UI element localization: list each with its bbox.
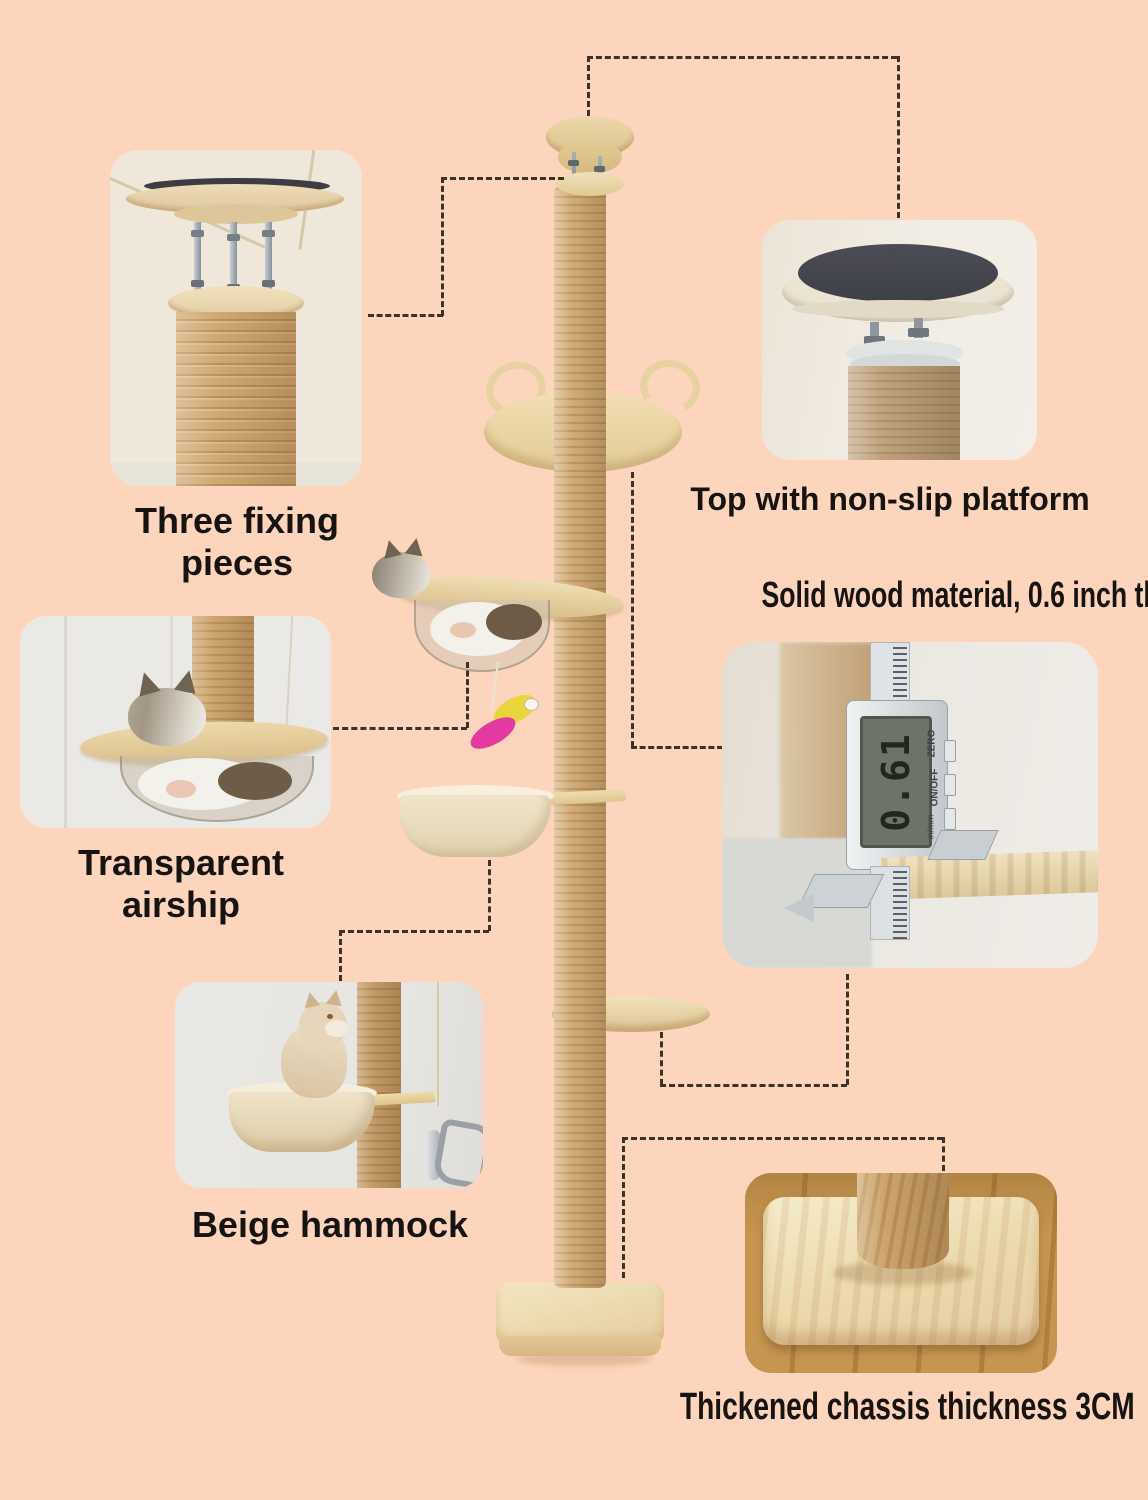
rod-nut-2: [227, 234, 240, 241]
caliper-lcd-value: 0.61: [874, 732, 919, 832]
photo5-cat-eye: [327, 1014, 333, 1019]
caption-solid-wood-text: Solid wood material, 0.6 inch thick: [761, 574, 1148, 615]
callout-line-top-left-drop: [587, 56, 590, 116]
tree-hammock-body: [399, 795, 551, 857]
photo5-cat-ear-right: [325, 988, 345, 1007]
photo5-vacuum-handle: [431, 1117, 483, 1188]
cat-body-patch: [486, 604, 542, 640]
photo-chassis: [745, 1173, 1057, 1373]
callout-line-solidwood-a: [631, 472, 634, 747]
photo-hammock: [175, 982, 483, 1188]
photo4-hemisphere: [120, 756, 314, 822]
photo5-vacuum-tube: [427, 1130, 440, 1180]
photo5-string: [437, 982, 439, 1106]
topdisc-front-band: [792, 300, 1004, 318]
callout-line-airship-a: [333, 727, 467, 730]
caliper-jaw-tip: [784, 894, 814, 922]
fixing-rod-3: [265, 222, 272, 294]
transparent-bowl: [414, 600, 550, 672]
caliper-upper-scale: [870, 642, 910, 710]
callout-line-top: [587, 56, 897, 59]
caliper-button-1: [944, 740, 956, 762]
photo4-cat-paw: [166, 780, 196, 798]
photo2-sisal-post: [848, 366, 960, 460]
photo5-bracket: [370, 1091, 436, 1106]
callout-line-top-right-drop: [897, 56, 900, 218]
tree-pole: [554, 182, 606, 1288]
fixing-rod-1: [194, 222, 201, 294]
collar-bolt-head-right: [908, 328, 929, 337]
rod-nut-3b: [262, 280, 275, 287]
callout-line-platform-b: [660, 1084, 847, 1087]
callout-line-hammock-a: [488, 860, 491, 931]
callout-line-hammock-c: [339, 930, 342, 981]
tree-hammock: [397, 785, 554, 859]
toy-bell: [524, 698, 539, 711]
caption-airship: Transparent airship: [77, 842, 285, 925]
callout-line-solidwood-b: [631, 746, 723, 749]
cat-ear-right: [404, 536, 426, 557]
photo4-cat-head: [128, 688, 206, 746]
callout-line-fixing-a: [368, 314, 443, 317]
tree-pole-through-platform: [554, 392, 606, 474]
topdisc-nonslip-surface: [798, 244, 998, 302]
photo-airship: [20, 616, 331, 828]
cat-paw-pink: [450, 622, 476, 638]
photo5-sisal-pole: [357, 982, 401, 1188]
callout-line-platform-a: [660, 1032, 663, 1085]
caliper-button-onoff-label: ON/OFF: [929, 768, 941, 807]
caliper-lcd: 0.61: [860, 716, 932, 848]
photo5-hammock-body: [229, 1092, 375, 1152]
ceiling-disc-small: [558, 140, 622, 174]
scale-ticks-bottom: [893, 867, 907, 939]
callout-line-platform-c: [846, 974, 849, 1085]
callout-line-chassis-a: [622, 1137, 625, 1278]
caption-chassis: Thickened chassis thickness 3CM: [600, 1386, 1135, 1429]
callout-line-chassis-c: [942, 1137, 945, 1171]
callout-line-fixing-b: [441, 177, 444, 316]
ceiling-rod-nut-right: [594, 166, 605, 172]
photo6-sisal-pole: [857, 1173, 949, 1269]
photo1-sisal-post: [176, 312, 296, 486]
rod-nut-1: [191, 230, 204, 237]
tree-base-front-edge: [499, 1336, 661, 1356]
rod-nut-3: [262, 230, 275, 237]
tree-base-board: [496, 1282, 664, 1346]
caliper-button-2: [944, 774, 956, 796]
scale-ticks-top: [893, 643, 907, 709]
caliper-button-unit-label: in/mm: [925, 814, 936, 840]
caption-top-platform: Top with non-slip platform: [690, 481, 1090, 517]
cat-head: [372, 552, 430, 598]
caliper-button-3: [944, 808, 956, 830]
caption-three-fixing-pieces: Three fixing pieces: [134, 500, 340, 583]
caption-solid-wood: Solid wood material, 0.6 inch thick: [685, 574, 1148, 616]
fixing-rod-2: [230, 222, 237, 294]
callout-line-fixing-c: [441, 177, 564, 180]
pole-top-cap: [556, 172, 624, 196]
callout-line-hammock-b: [339, 930, 489, 933]
photo4-cat-patch: [218, 762, 292, 800]
photo4-string: [284, 616, 294, 742]
caliper-button-zero-label: ZERO: [926, 729, 938, 758]
photo-caliper: 0.61 ZERO ON/OFF in/mm: [722, 642, 1098, 968]
photo-three-fixing-pieces: [110, 150, 362, 486]
ceiling-rod-left: [572, 152, 576, 188]
ceiling-rod-nut-left: [568, 160, 579, 166]
caption-chassis-text: Thickened chassis thickness 3CM: [679, 1386, 1135, 1428]
photo4-cat-ear-right: [173, 667, 201, 695]
collar-bolt-head-left: [864, 336, 885, 345]
wall-panel-line-1: [64, 616, 67, 828]
collar-bolt-left: [870, 322, 879, 342]
platform-under-ring: [174, 204, 298, 224]
photo-top-platform: [762, 220, 1037, 460]
callout-line-chassis-b: [622, 1137, 943, 1140]
photo5-cat-muzzle: [325, 1020, 349, 1037]
rod-nut-1b: [191, 280, 204, 287]
callout-line-airship-b: [466, 662, 469, 728]
caption-hammock: Beige hammock: [191, 1204, 469, 1245]
wood-plank-measured: [881, 850, 1098, 900]
